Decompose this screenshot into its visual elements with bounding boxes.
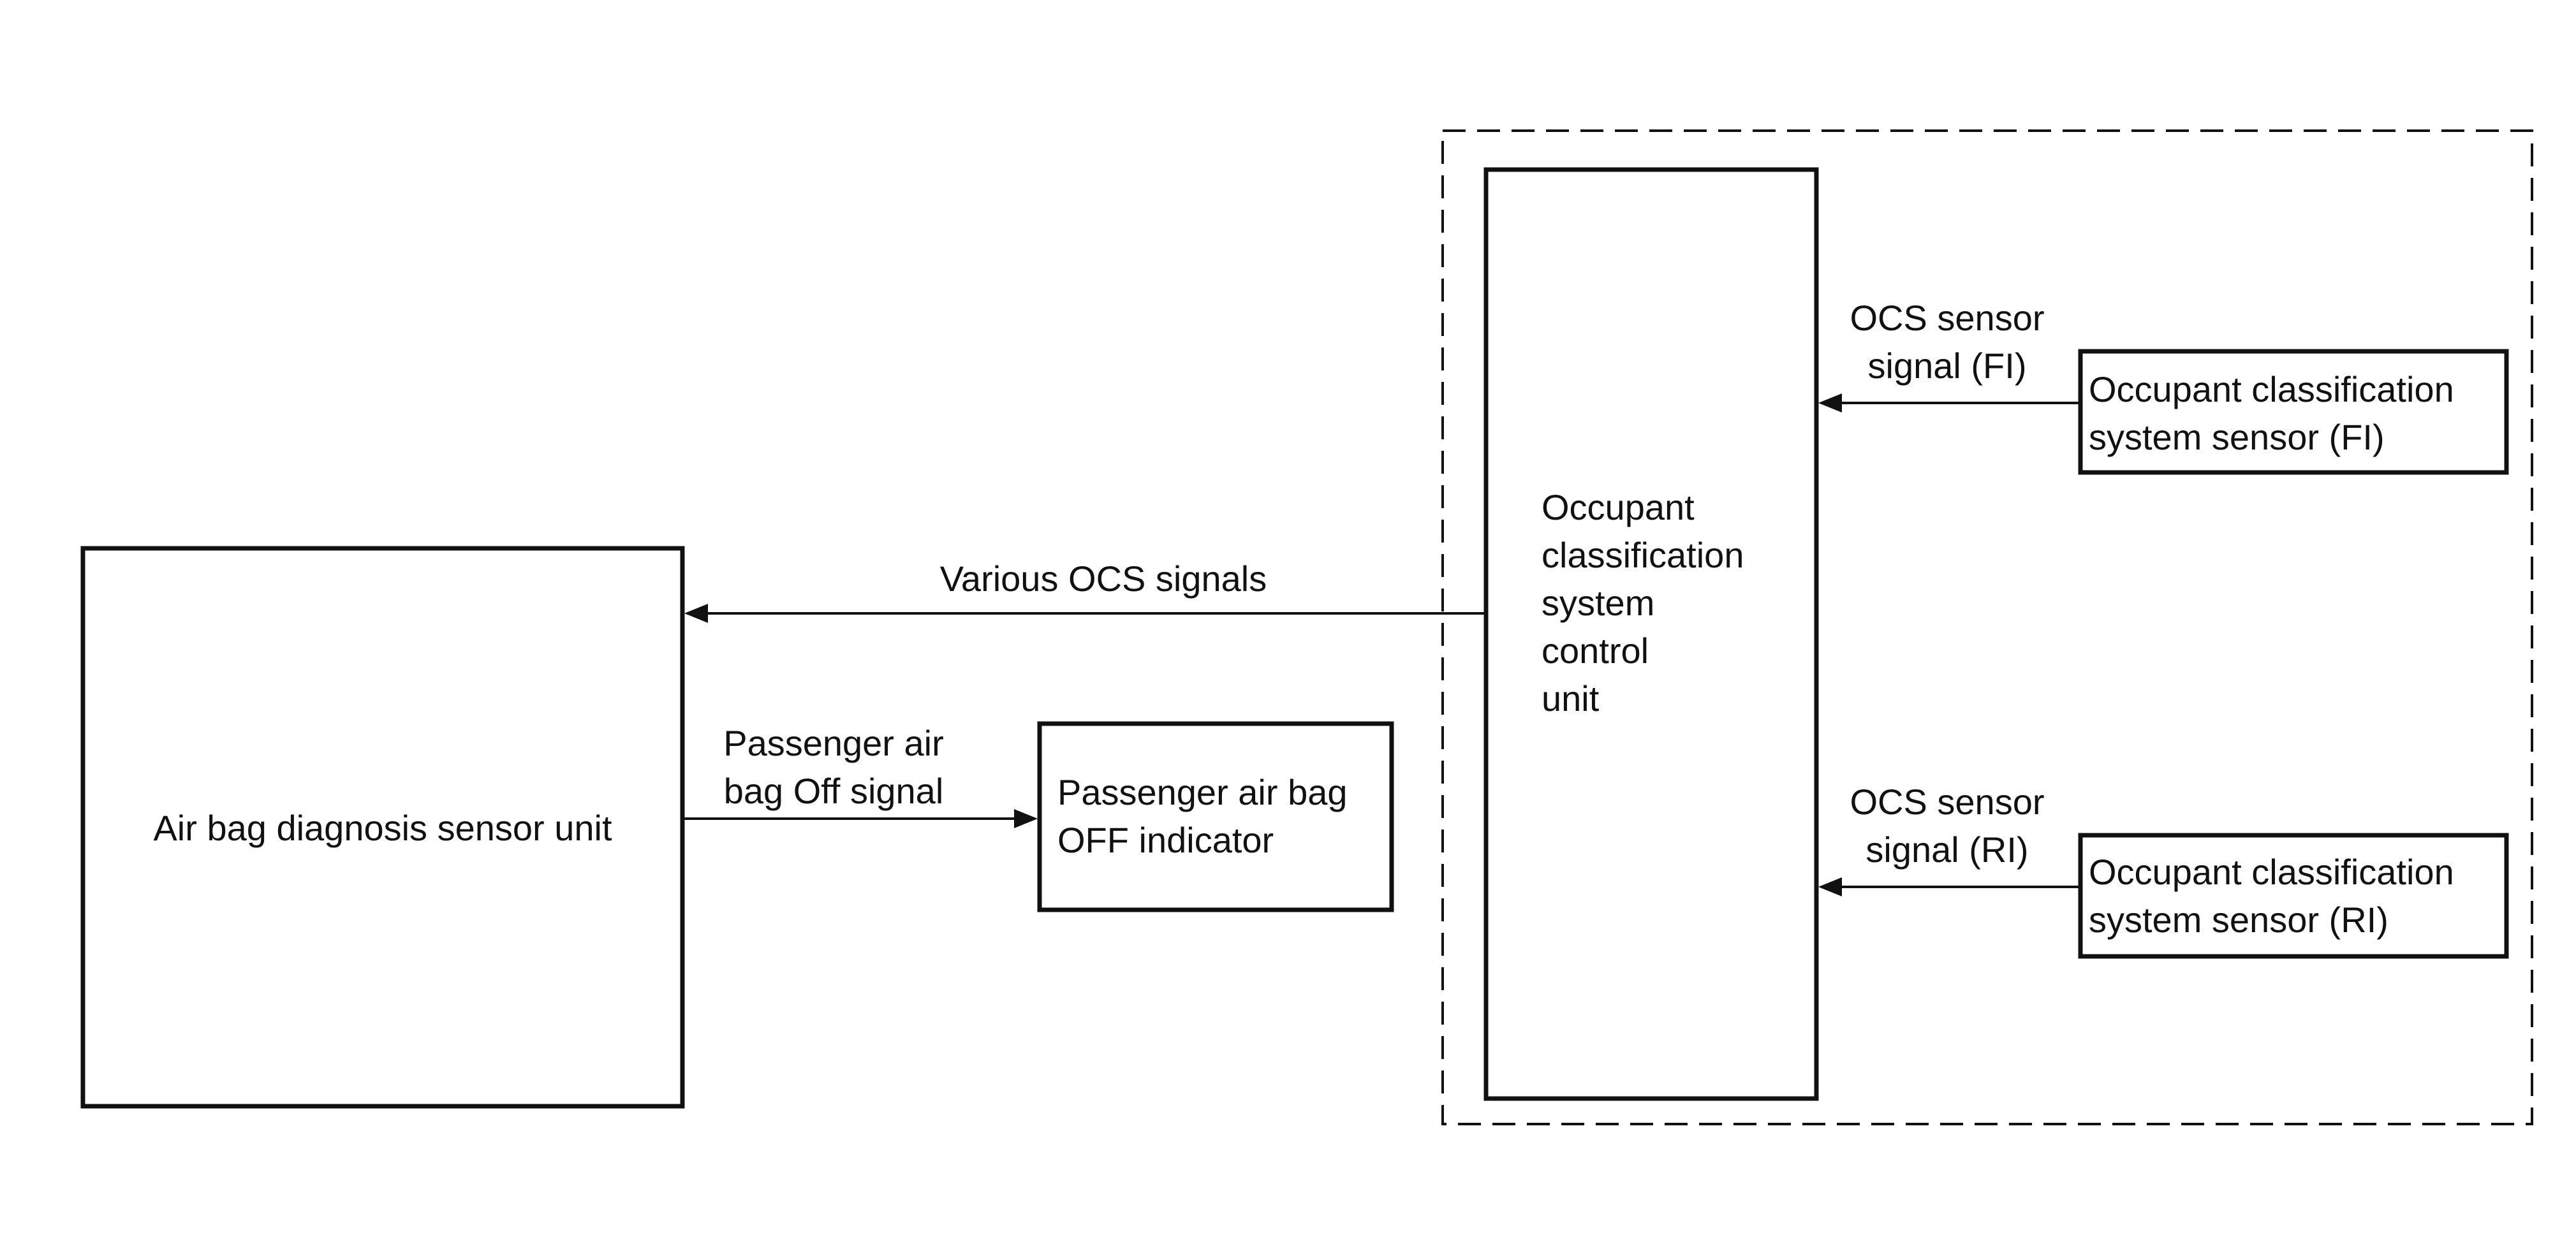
- various-ocs-signals-label: Various OCS signals: [940, 559, 1267, 599]
- ocs-sensor-signal-ri-arrowhead: [1818, 877, 1842, 896]
- ocs-sensor-signal-fi-label-line-2: signal (FI): [1868, 346, 2027, 386]
- ocs-control-unit-box: [1483, 167, 1819, 1101]
- ocs-sensor-signal-fi-label-line-1: OCS sensor: [1850, 298, 2045, 338]
- ocs-control-unit-node: Occupant classification system control u…: [1483, 167, 1819, 1101]
- ocs-control-unit-label-line-4: control: [1542, 631, 1649, 671]
- ocs-control-unit-label-line-2: classification: [1542, 535, 1744, 575]
- ocs-sensor-fi-box: [2078, 349, 2509, 475]
- passenger-air-bag-off-signal-edge: Passenger air bag Off signal: [682, 723, 1038, 828]
- passenger-air-bag-off-signal-arrowhead: [1014, 809, 1038, 828]
- ocs-control-unit-label-line-1: Occupant: [1542, 487, 1695, 527]
- ocs-control-unit-label-line-5: unit: [1542, 678, 1600, 719]
- air-bag-diagnosis-sensor-unit-node: Air bag diagnosis sensor unit: [80, 546, 685, 1109]
- passenger-air-bag-off-indicator-label-line-1: Passenger air bag: [1057, 772, 1348, 812]
- ocs-sensor-signal-fi-edge: OCS sensor signal (FI): [1818, 298, 2080, 413]
- air-bag-diagnosis-sensor-unit-box: [80, 546, 685, 1109]
- passenger-air-bag-off-indicator-box: [1037, 721, 1394, 912]
- passenger-air-bag-off-signal-label-line-2: bag Off signal: [724, 771, 944, 811]
- ocs-sensor-ri-label-line-2: system sensor (RI): [2089, 900, 2388, 940]
- passenger-air-bag-off-signal-label-line-1: Passenger air: [723, 723, 944, 763]
- ocs-sensor-fi-label-line-2: system sensor (FI): [2089, 417, 2385, 457]
- occupant-classification-system-group: [1441, 129, 2533, 1125]
- ocs-sensor-signal-ri-label-line-1: OCS sensor: [1850, 782, 2045, 822]
- ocs-sensor-ri-label-line-1: Occupant classification: [2089, 852, 2454, 892]
- passenger-air-bag-off-indicator-node: Passenger air bag OFF indicator: [1037, 721, 1394, 912]
- ocs-sensor-signal-ri-edge: OCS sensor signal (RI): [1818, 782, 2080, 896]
- ocs-sensor-signal-fi-arrowhead: [1818, 393, 1842, 413]
- ocs-sensor-ri-node: Occupant classification system sensor (R…: [2078, 833, 2509, 959]
- ocs-sensor-fi-node: Occupant classification system sensor (F…: [2078, 349, 2509, 475]
- ocs-sensor-ri-box: [2078, 833, 2509, 959]
- passenger-air-bag-off-indicator-label-line-2: OFF indicator: [1057, 820, 1274, 860]
- various-ocs-signals-arrowhead: [684, 604, 708, 623]
- ocs-sensor-fi-label-line-1: Occupant classification: [2089, 369, 2454, 409]
- ocs-sensor-signal-ri-label-line-2: signal (RI): [1866, 829, 2028, 870]
- ocs-control-unit-label-line-3: system: [1542, 583, 1654, 623]
- various-ocs-signals-edge: Various OCS signals: [684, 559, 1486, 623]
- air-bag-diagnosis-sensor-unit-label: Air bag diagnosis sensor unit: [153, 808, 612, 848]
